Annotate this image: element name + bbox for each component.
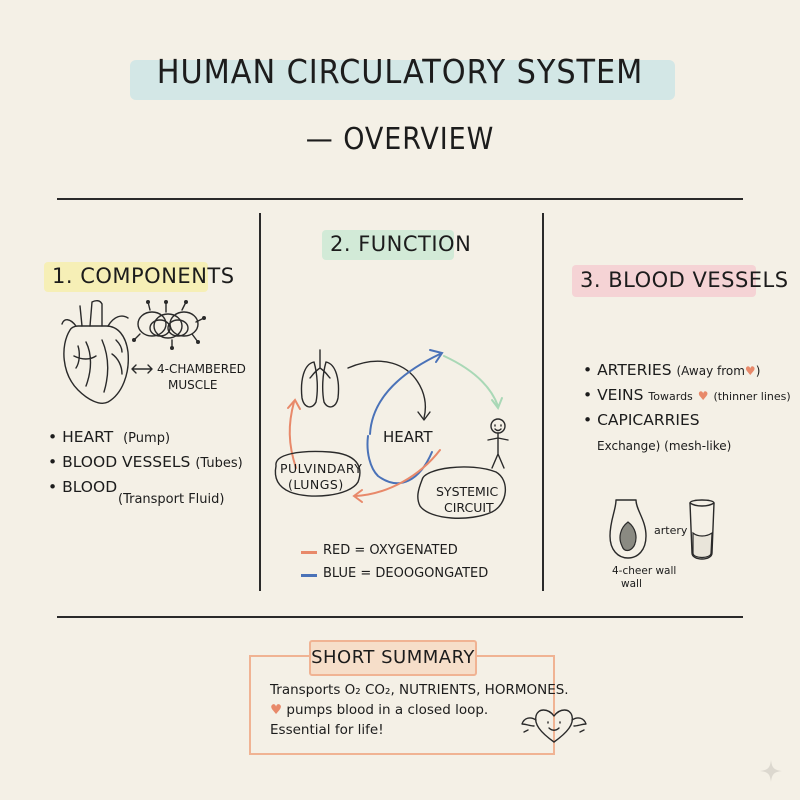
capillary-note: Exchange) (mesh-like) (597, 439, 732, 453)
summary-line-2: ♥ pumps blood in a closed loop. (270, 702, 489, 718)
blood-note: (Transport Fluid) (118, 492, 225, 507)
summary-heading-box (309, 640, 477, 676)
heart-icon: ♥ (697, 389, 709, 403)
legend-label-red: RED = OXYGENATED (323, 543, 458, 558)
function-highlight (322, 230, 454, 260)
summary-line-1: Transports O₂ CO₂, NUTRIENTS, HORMONES. (270, 682, 569, 698)
muscle-label-line2: MUSCLE (168, 378, 218, 392)
bottom-divider (57, 616, 743, 618)
heart-anatomy-icon (61, 299, 129, 404)
components-highlight (44, 262, 208, 292)
vessels-heading: 3. BLOOD VESSELS (580, 268, 789, 292)
legend-swatch-blue (301, 574, 317, 577)
page-title: HUMAN CIRCULATORY SYSTEM (156, 52, 644, 91)
legend-label-blue: BLUE = DEOOGONGATED (323, 566, 489, 581)
muscle-label-line1: 4-CHAMBERED (157, 362, 246, 376)
summary-heading: SHORT SUMMARY (311, 647, 475, 668)
heart-label: HEART (383, 428, 433, 446)
components-heading: 1. COMPONENTS (52, 264, 235, 288)
list-item: • HEART (Pump) (48, 428, 171, 446)
circulation-diagram (274, 349, 509, 519)
vessels-highlight (572, 265, 756, 297)
sparkle-icon (760, 760, 782, 782)
list-item: • VEINS Towards ♥ (thinner lines) (583, 386, 791, 404)
heart-icon: ♥ (744, 364, 756, 378)
systemic-label-line1: SYSTEMIC (436, 484, 499, 499)
function-heading: 2. FUNCTION (330, 232, 472, 256)
pulmonary-label-line2: (LUNGS) (288, 477, 344, 492)
list-item: • BLOOD (48, 478, 118, 496)
list-item: • ARTERIES (Away from♥) (583, 361, 761, 379)
list-item: • CAPICARRIES (583, 411, 700, 429)
pulmonary-label-line1: PULVINDARY (280, 461, 363, 476)
artery-label: artery (654, 524, 688, 537)
muscle-arrow-icon (131, 364, 153, 374)
artery-cross-section-icon (609, 499, 647, 559)
page-subtitle: — OVERVIEW (305, 122, 495, 157)
systemic-label-line2: CIRCUIT (444, 500, 494, 515)
wall-label-line2: wall (621, 578, 642, 590)
column-divider-right (542, 213, 544, 591)
winged-heart-icon (521, 709, 587, 743)
title-highlight (130, 60, 675, 100)
column-divider-left (259, 213, 261, 591)
blood-vessels-coil-icon (132, 300, 206, 350)
summary-line-3: Essential for life! (270, 722, 384, 738)
vein-cross-section-icon (689, 499, 715, 560)
heart-icon: ♥ (270, 702, 283, 718)
top-divider (57, 198, 743, 200)
wall-label-line1: 4-cheer wall (612, 565, 677, 577)
legend-swatch-red (301, 551, 317, 554)
list-item: • BLOOD VESSELS (Tubes) (48, 453, 243, 471)
